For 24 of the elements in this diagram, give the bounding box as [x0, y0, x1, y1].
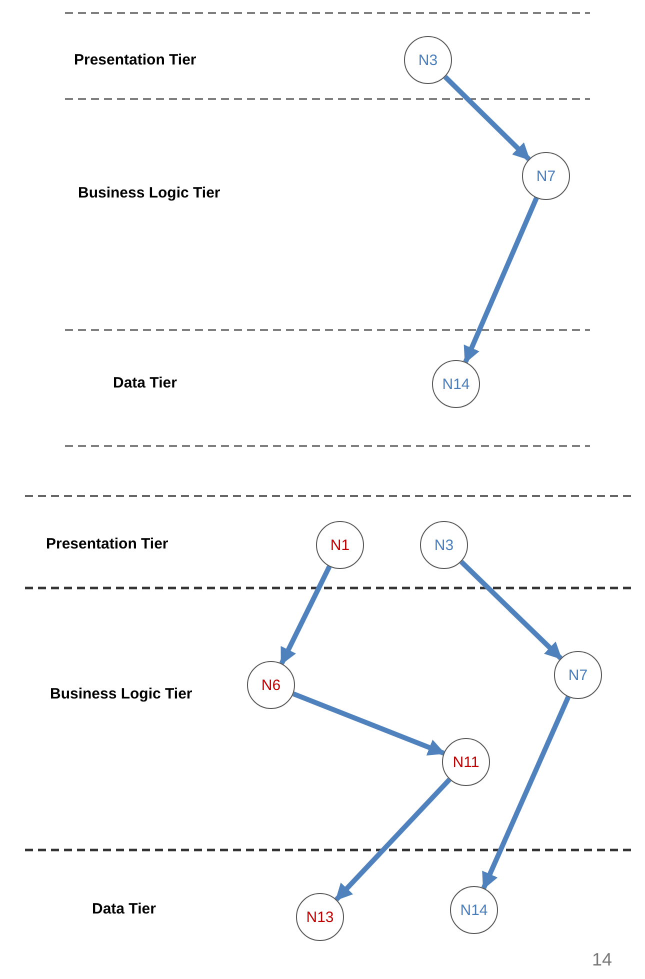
arrow — [292, 692, 446, 756]
circle-node: N13 — [296, 893, 344, 941]
arrow — [463, 197, 539, 364]
tier-label: Data Tier — [92, 900, 156, 918]
circle-node: N3 — [420, 521, 468, 569]
circle-node: N14 — [432, 360, 480, 408]
circle-node: N7 — [554, 651, 602, 699]
tier-label: Business Logic Tier — [78, 184, 220, 202]
arrow — [279, 565, 332, 665]
arrow — [334, 778, 452, 902]
arrow — [443, 75, 531, 161]
arrow — [481, 696, 571, 890]
circle-node: N1 — [316, 521, 364, 569]
circle-node: N6 — [247, 661, 295, 709]
circle-node: N11 — [442, 738, 490, 786]
tier-label: Business Logic Tier — [50, 686, 192, 702]
tier-label: Presentation Tier — [74, 52, 196, 68]
arrow — [459, 560, 563, 660]
tier-label: Presentation Tier — [46, 536, 168, 552]
circle-node: N14 — [450, 886, 498, 934]
tier-label: Data Tier — [113, 374, 177, 392]
circle-node: N3 — [404, 36, 452, 84]
circle-node: N7 — [522, 152, 570, 200]
page-number: 14 — [592, 950, 612, 970]
